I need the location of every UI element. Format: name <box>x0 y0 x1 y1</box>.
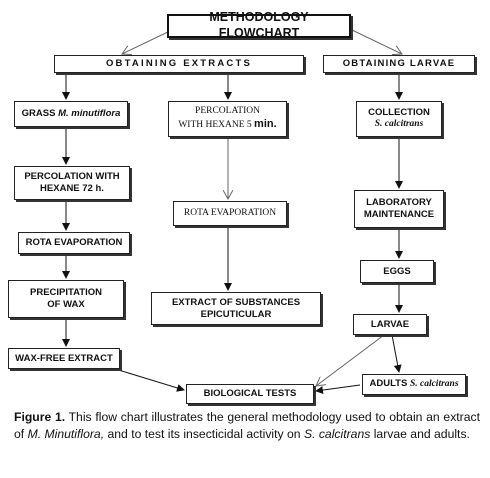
flowchart-title: METHODOLOGY FLOWCHART <box>209 10 309 40</box>
node-adults: ADULTS S. calcitrans <box>362 374 466 395</box>
arrow-title-to-larvae <box>351 29 402 54</box>
node-rota-evaporation-left: ROTA EVAPORATION <box>18 232 130 254</box>
node-grass: GRASS M. minutiflora <box>14 101 128 127</box>
node-percolation-hexane-5min: PERCOLATION WITH HEXANE 5 min. <box>168 101 287 137</box>
node-percolation-hexane-72h: PERCOLATION WITH HEXANE 72 h. <box>14 166 130 200</box>
figure-caption: Figure 1. This flow chart illustrates th… <box>14 410 480 441</box>
node-larvae: LARVAE <box>353 314 427 335</box>
node-obtaining-extracts: OBTAINING EXTRACTS <box>54 55 304 73</box>
node-laboratory-maintenance: LABORATORY MAINTENANCE <box>354 190 444 228</box>
node-obtaining-larvae: OBTAINING LARVAE <box>323 55 475 73</box>
title-box: METHODOLOGY FLOWCHART <box>167 10 351 40</box>
node-extract-epicuticular: EXTRACT OF SUBSTANCES EPICUTICULAR <box>151 292 321 325</box>
arrow-waxfree-to-tests <box>111 367 185 392</box>
node-wax-free-extract: WAX-FREE EXTRACT <box>8 348 120 369</box>
caption-label: Figure 1. <box>14 410 66 424</box>
arrow-adults-to-tests <box>315 384 361 395</box>
node-eggs: EGGS <box>360 260 434 283</box>
arrow-title-to-extracts <box>122 29 173 54</box>
arrow-larvae-to-tests <box>316 334 385 386</box>
arrow-larvae-to-adults <box>391 334 402 373</box>
node-precipitation-of-wax: PRECIPITATION OF WAX <box>8 280 124 318</box>
node-biological-tests: BIOLOGICAL TESTS <box>186 384 314 404</box>
node-collection: COLLECTION S. calcitrans <box>356 101 442 137</box>
node-rota-evaporation-middle: ROTA EVAPORATION <box>173 201 287 226</box>
